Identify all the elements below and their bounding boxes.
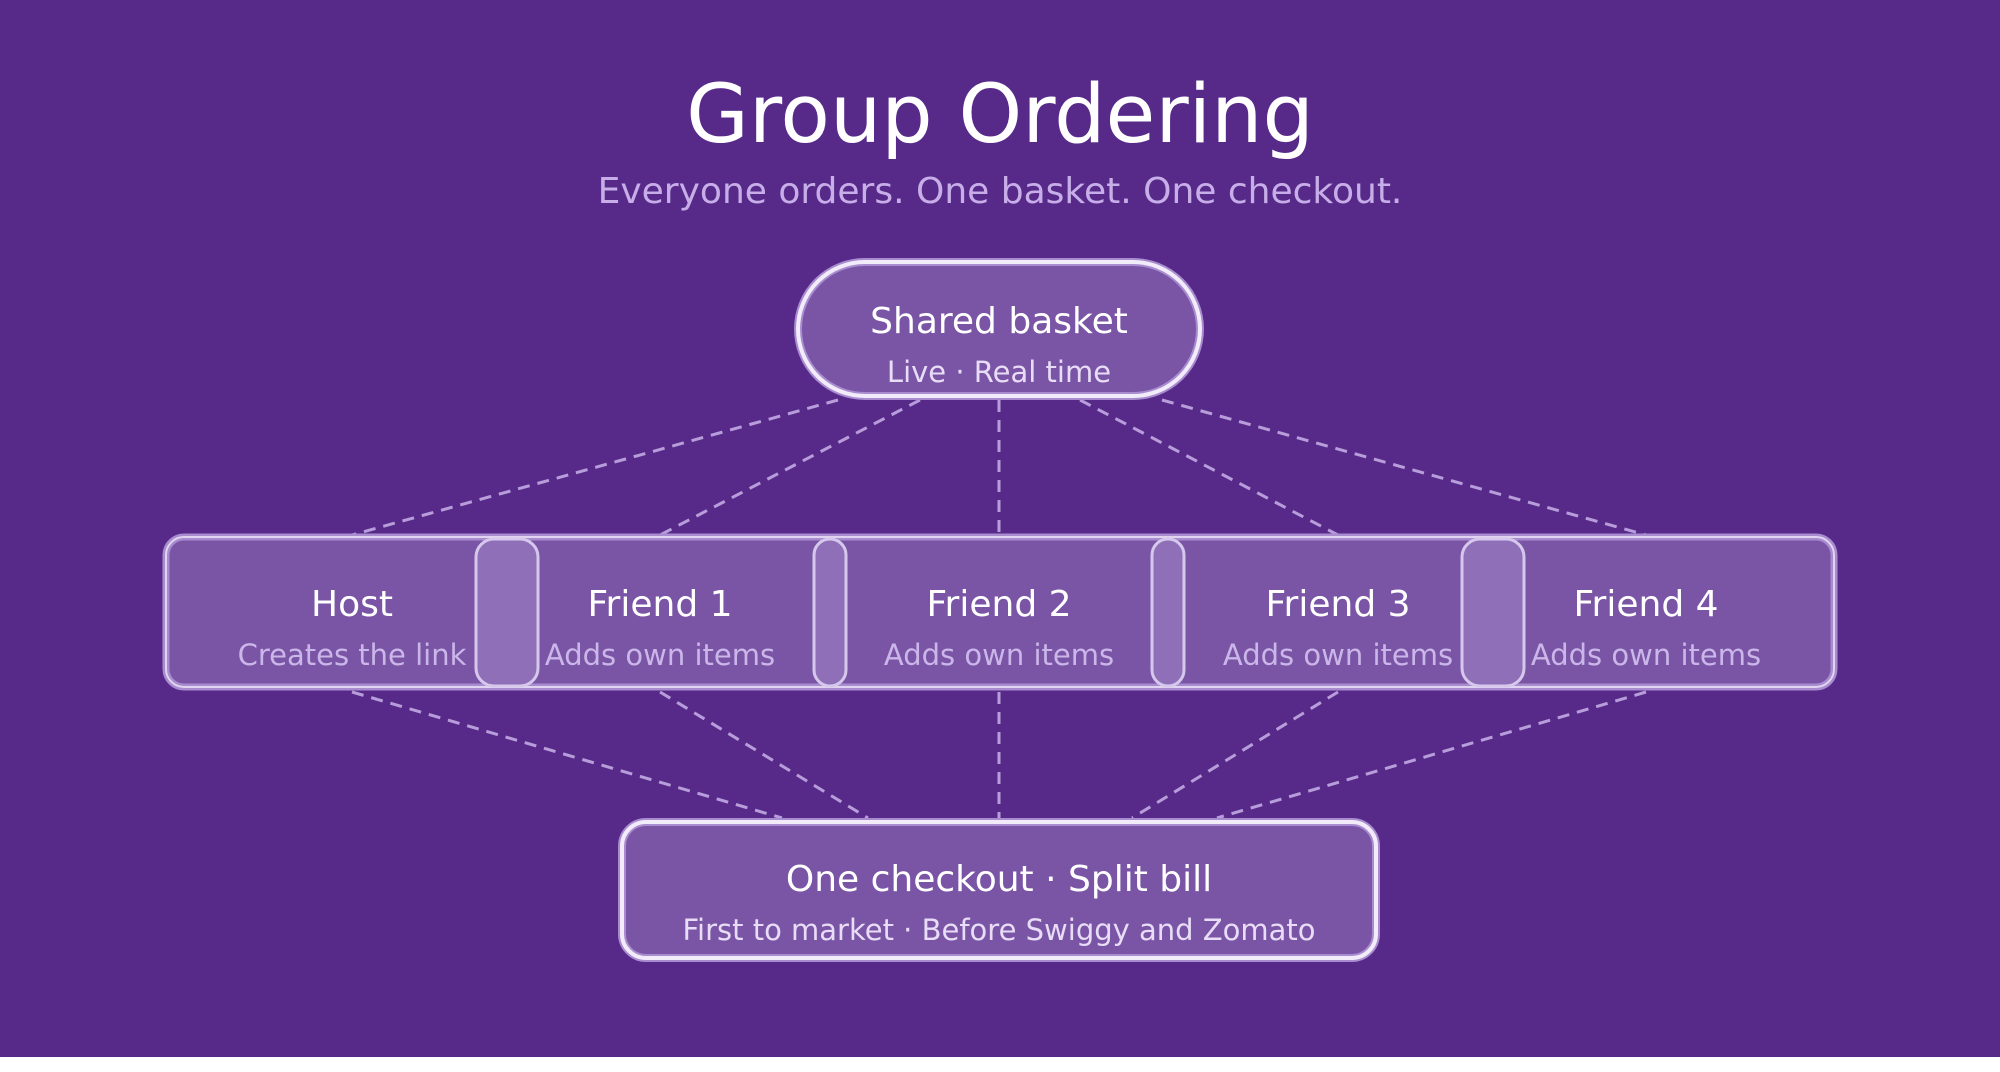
connector-basket-friend-1 xyxy=(659,398,921,537)
connector-host-checkout xyxy=(351,690,783,820)
participant-friend-1-label: Friend 1 xyxy=(587,584,733,625)
participant-friend-2-label: Friend 2 xyxy=(926,584,1072,625)
connector-basket-friend-3 xyxy=(1079,398,1339,537)
connector-friend-4-checkout xyxy=(1216,690,1647,820)
participant-friend-2-sublabel: Adds own items xyxy=(883,638,1115,672)
connector-friend-3-checkout xyxy=(1131,690,1339,820)
connector-friend-1-checkout xyxy=(659,690,869,820)
separator-1 xyxy=(474,537,540,688)
participant-host-sublabel: Creates the link xyxy=(237,638,467,672)
participant-friend-3-label: Friend 3 xyxy=(1265,584,1411,625)
participant-friend-3-sublabel: Adds own items xyxy=(1222,638,1454,672)
participant-friend-4-label: Friend 4 xyxy=(1573,584,1719,625)
page-title: Group Ordering xyxy=(686,68,1314,162)
participant-host-label: Host xyxy=(311,584,393,625)
shared-basket-label: Shared basket xyxy=(870,301,1128,342)
connector-basket-host xyxy=(351,398,839,537)
shared-basket-sublabel: Live · Real time xyxy=(886,355,1112,389)
connector-basket-friend-4 xyxy=(1161,398,1647,537)
participant-friend-4-sublabel: Adds own items xyxy=(1530,638,1762,672)
separator-4 xyxy=(1460,537,1526,688)
separator-3 xyxy=(1150,537,1186,688)
participant-friend-1-sublabel: Adds own items xyxy=(544,638,776,672)
separator-2 xyxy=(812,537,848,688)
checkout-label: One checkout · Split bill xyxy=(785,859,1213,900)
checkout-sublabel: First to market · Before Swiggy and Zoma… xyxy=(682,913,1316,947)
page-subtitle: Everyone orders. One basket. One checkou… xyxy=(597,171,1403,212)
